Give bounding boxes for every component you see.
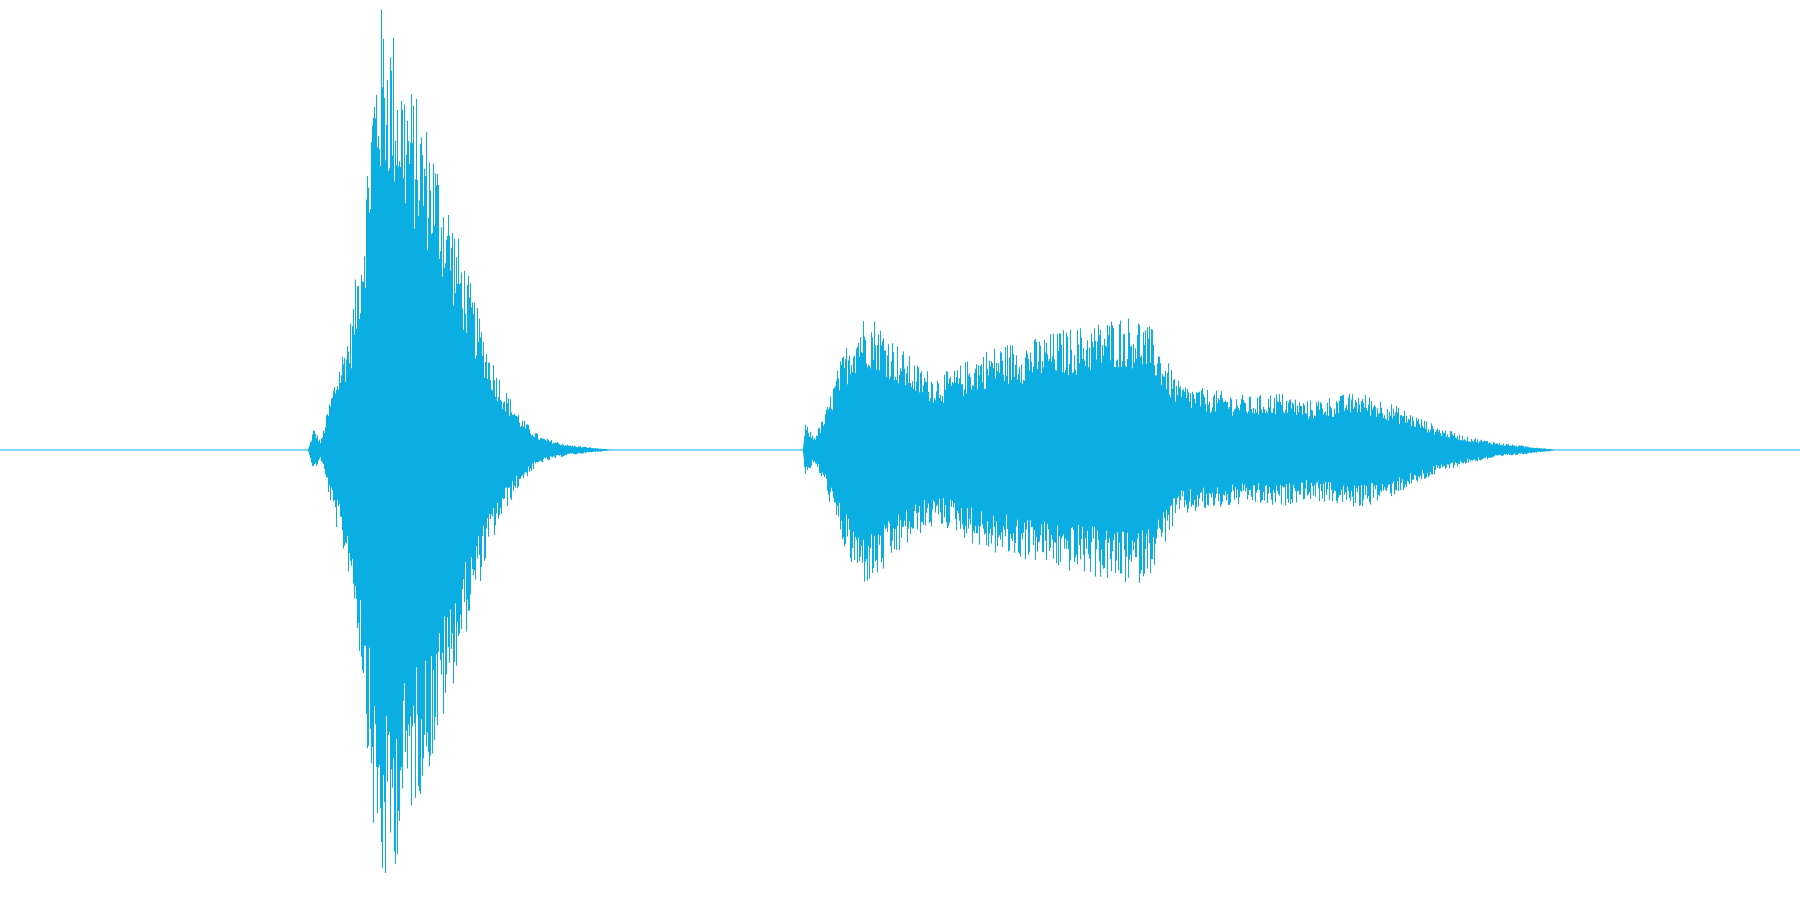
- burst-2-peaks: [803, 318, 1559, 583]
- waveform-samples: [307, 9, 1559, 873]
- burst-1-peaks: [308, 9, 614, 873]
